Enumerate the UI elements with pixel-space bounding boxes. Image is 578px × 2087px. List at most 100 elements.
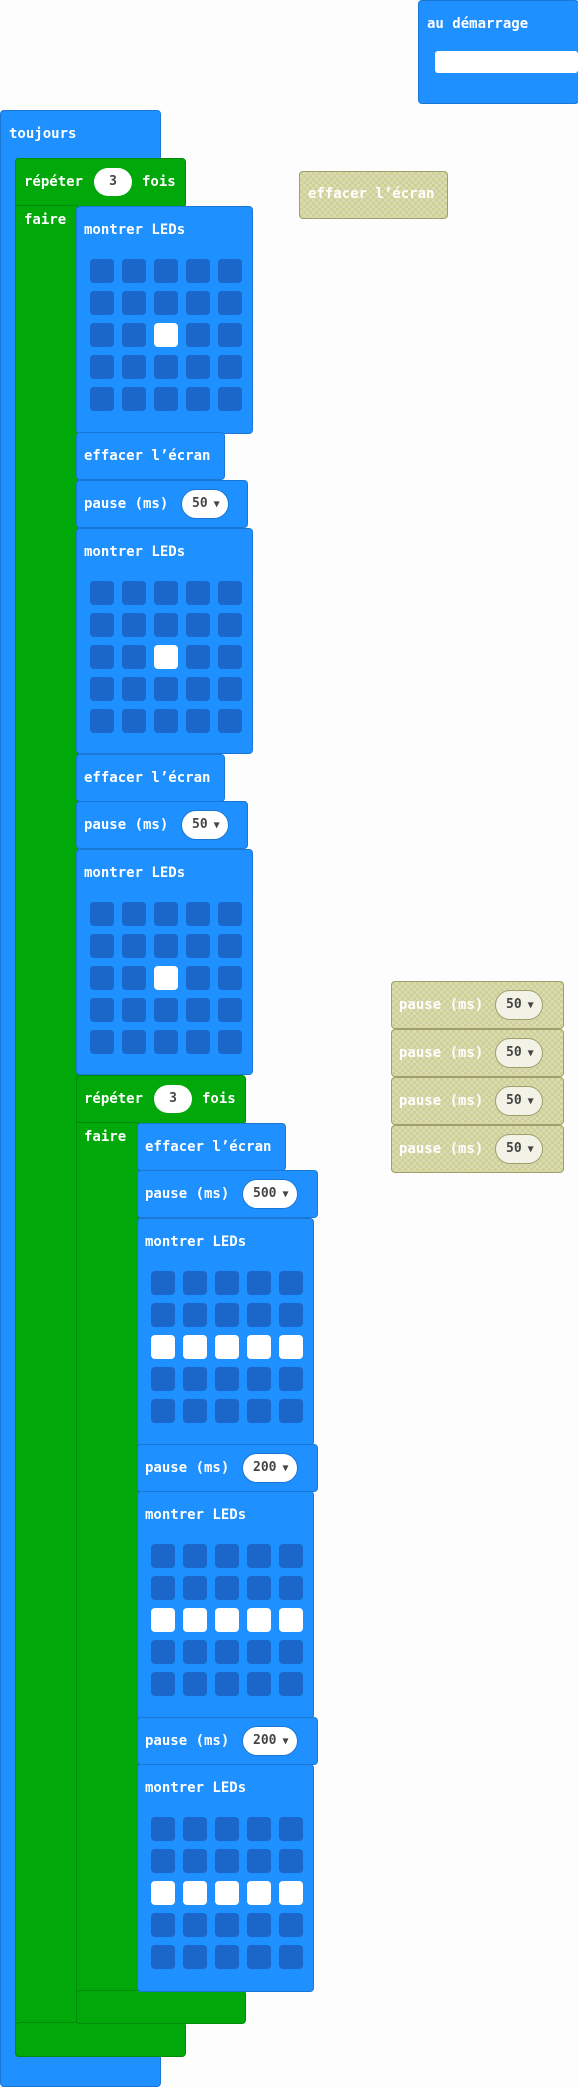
led-cell[interactable] [90, 581, 114, 605]
led-cell[interactable] [215, 1271, 239, 1295]
led-cell[interactable] [151, 1881, 175, 1905]
led-cell[interactable] [154, 259, 178, 283]
inner-repeat-block[interactable]: répéter 3 fois [76, 1075, 246, 1125]
led-cell[interactable] [90, 291, 114, 315]
led-cell[interactable] [183, 1881, 207, 1905]
floating-pause-dropdown-1[interactable]: 50▼ [495, 990, 543, 1020]
show-leds-block-1[interactable]: montrer LEDs [76, 206, 253, 434]
led-cell[interactable] [183, 1576, 207, 1600]
led-cell[interactable] [183, 1271, 207, 1295]
led-cell[interactable] [279, 1913, 303, 1937]
led-cell[interactable] [183, 1608, 207, 1632]
led-cell[interactable] [90, 323, 114, 347]
led-cell[interactable] [186, 966, 210, 990]
led-cell[interactable] [279, 1672, 303, 1696]
led-cell[interactable] [151, 1271, 175, 1295]
led-cell[interactable] [218, 259, 242, 283]
led-cell[interactable] [218, 1030, 242, 1054]
floating-pause-block-3[interactable]: pause (ms) 50▼ [391, 1077, 564, 1125]
led-cell[interactable] [90, 259, 114, 283]
led-cell[interactable] [122, 323, 146, 347]
led-cell[interactable] [154, 581, 178, 605]
led-cell[interactable] [247, 1672, 271, 1696]
led-cell[interactable] [151, 1672, 175, 1696]
led-cell[interactable] [151, 1608, 175, 1632]
show-leds-block-4[interactable]: montrer LEDs [137, 1218, 314, 1446]
led-cell[interactable] [151, 1544, 175, 1568]
led-cell[interactable] [122, 387, 146, 411]
led-cell[interactable] [183, 1303, 207, 1327]
led-cell[interactable] [122, 355, 146, 379]
show-leds-block-2[interactable]: montrer LEDs [76, 528, 253, 754]
led-cell[interactable] [151, 1849, 175, 1873]
led-cell[interactable] [90, 677, 114, 701]
led-cell[interactable] [247, 1576, 271, 1600]
pause-block-2[interactable]: pause (ms) 50▼ [76, 801, 248, 849]
led-cell[interactable] [122, 1030, 146, 1054]
led-cell[interactable] [154, 677, 178, 701]
led-cell[interactable] [122, 581, 146, 605]
pause-value-dropdown-4[interactable]: 200▼ [242, 1453, 298, 1483]
led-cell[interactable] [90, 902, 114, 926]
led-cell[interactable] [186, 902, 210, 926]
led-cell[interactable] [151, 1367, 175, 1391]
led-cell[interactable] [122, 291, 146, 315]
led-cell[interactable] [183, 1945, 207, 1969]
led-cell[interactable] [215, 1913, 239, 1937]
led-cell[interactable] [154, 323, 178, 347]
led-cell[interactable] [215, 1881, 239, 1905]
led-cell[interactable] [247, 1849, 271, 1873]
led-grid-5[interactable] [151, 1544, 303, 1696]
led-cell[interactable] [122, 934, 146, 958]
led-cell[interactable] [215, 1849, 239, 1873]
led-cell[interactable] [186, 645, 210, 669]
led-cell[interactable] [218, 998, 242, 1022]
led-cell[interactable] [151, 1303, 175, 1327]
led-cell[interactable] [183, 1913, 207, 1937]
led-cell[interactable] [186, 259, 210, 283]
clear-screen-block-2[interactable]: effacer l’écran [76, 754, 225, 802]
led-cell[interactable] [215, 1367, 239, 1391]
led-cell[interactable] [247, 1367, 271, 1391]
led-cell[interactable] [122, 613, 146, 637]
led-cell[interactable] [279, 1303, 303, 1327]
led-cell[interactable] [90, 1030, 114, 1054]
pause-value-dropdown-5[interactable]: 200▼ [242, 1726, 298, 1756]
led-cell[interactable] [151, 1335, 175, 1359]
led-cell[interactable] [247, 1399, 271, 1423]
led-cell[interactable] [183, 1672, 207, 1696]
led-cell[interactable] [154, 1030, 178, 1054]
led-cell[interactable] [183, 1399, 207, 1423]
led-cell[interactable] [218, 387, 242, 411]
led-cell[interactable] [122, 677, 146, 701]
pause-block-3[interactable]: pause (ms) 500▼ [137, 1170, 318, 1218]
led-cell[interactable] [154, 934, 178, 958]
led-cell[interactable] [218, 355, 242, 379]
led-cell[interactable] [90, 355, 114, 379]
led-cell[interactable] [154, 291, 178, 315]
pause-value-dropdown-2[interactable]: 50▼ [181, 810, 229, 840]
led-cell[interactable] [90, 934, 114, 958]
led-cell[interactable] [279, 1576, 303, 1600]
led-grid-1[interactable] [90, 259, 242, 411]
led-cell[interactable] [247, 1608, 271, 1632]
led-cell[interactable] [247, 1817, 271, 1841]
led-cell[interactable] [215, 1817, 239, 1841]
led-cell[interactable] [183, 1335, 207, 1359]
led-cell[interactable] [186, 613, 210, 637]
led-cell[interactable] [279, 1608, 303, 1632]
led-cell[interactable] [218, 934, 242, 958]
floating-pause-dropdown-3[interactable]: 50▼ [495, 1086, 543, 1116]
led-cell[interactable] [154, 902, 178, 926]
led-cell[interactable] [279, 1367, 303, 1391]
outer-repeat-block[interactable]: répéter 3 fois [15, 158, 186, 208]
clear-screen-block-1[interactable]: effacer l’écran [76, 432, 225, 480]
led-cell[interactable] [90, 613, 114, 637]
clear-screen-block-3[interactable]: effacer l’écran [137, 1123, 286, 1171]
led-cell[interactable] [279, 1271, 303, 1295]
led-grid-4[interactable] [151, 1271, 303, 1423]
led-cell[interactable] [151, 1913, 175, 1937]
led-cell[interactable] [218, 581, 242, 605]
led-cell[interactable] [279, 1335, 303, 1359]
led-cell[interactable] [247, 1945, 271, 1969]
